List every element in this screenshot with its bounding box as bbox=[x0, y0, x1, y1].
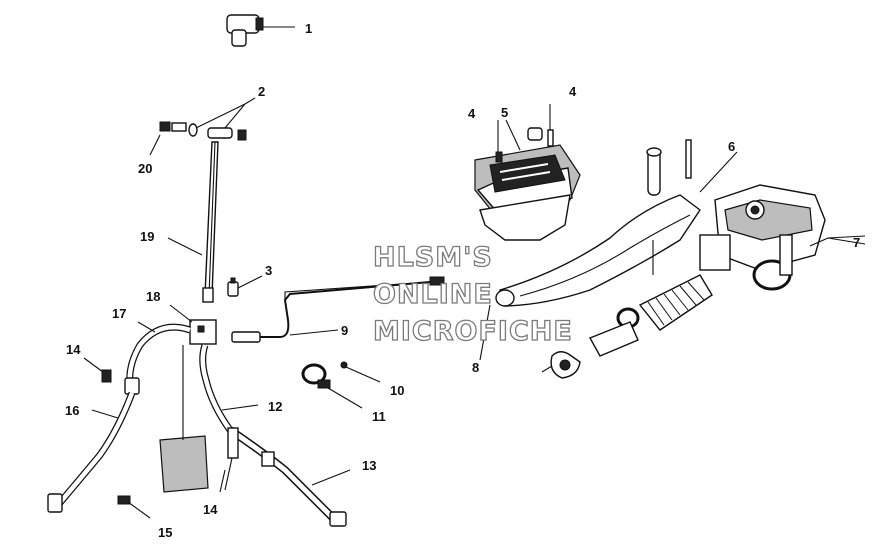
callout-4-left: 4 bbox=[468, 106, 476, 121]
piston-boot-part bbox=[541, 274, 713, 379]
brake-lever-part bbox=[479, 139, 701, 361]
master-cylinder-cover-part bbox=[474, 104, 581, 241]
brake-line-part bbox=[231, 276, 445, 343]
callout-4-right: 4 bbox=[569, 84, 577, 99]
callout-3: 3 bbox=[265, 263, 272, 278]
callout-20: 20 bbox=[138, 161, 152, 176]
watermark-line-2: ONLINE bbox=[373, 279, 493, 310]
watermark-line-1: HLSM'S bbox=[373, 242, 493, 273]
callout-16: 16 bbox=[65, 403, 79, 418]
callout-7: 7 bbox=[853, 235, 860, 250]
callout-9: 9 bbox=[341, 323, 348, 338]
tee-fitting-part bbox=[226, 14, 295, 47]
callout-12: 12 bbox=[268, 399, 282, 414]
callout-18: 18 bbox=[146, 289, 160, 304]
callout-labels: 1 2 3 4 4 5 6 7 8 9 10 11 12 13 14 14 15… bbox=[65, 21, 860, 540]
callout-5: 5 bbox=[501, 105, 508, 120]
callout-11: 11 bbox=[372, 409, 386, 424]
junction-block-part bbox=[169, 304, 217, 345]
bracket-plate-part bbox=[117, 345, 209, 519]
master-cylinder-body-part bbox=[699, 151, 866, 291]
callout-2: 2 bbox=[258, 84, 265, 99]
callout-17: 17 bbox=[112, 306, 126, 321]
hose-clip-left-part bbox=[83, 357, 112, 383]
callout-10: 10 bbox=[390, 383, 404, 398]
callout-14-left: 14 bbox=[66, 342, 81, 357]
callout-8: 8 bbox=[472, 360, 479, 375]
hose-clamp-part bbox=[301, 361, 381, 409]
callout-13: 13 bbox=[362, 458, 376, 473]
bleed-fitting-part bbox=[227, 275, 263, 297]
center-hose-part bbox=[199, 343, 259, 433]
vertical-hose-part bbox=[167, 141, 219, 303]
callout-15: 15 bbox=[158, 525, 172, 540]
watermark-line-3: MICROFICHE bbox=[373, 316, 573, 347]
left-upper-hose-part bbox=[124, 321, 192, 395]
callout-1: 1 bbox=[305, 21, 312, 36]
left-lower-hose-part bbox=[47, 391, 136, 513]
callout-19: 19 bbox=[140, 229, 154, 244]
upper-banjo-part bbox=[149, 97, 256, 156]
callout-6: 6 bbox=[728, 139, 735, 154]
callout-14-bottom: 14 bbox=[203, 502, 218, 517]
right-lower-hose-part bbox=[227, 426, 351, 527]
center-clamp-part bbox=[219, 427, 239, 493]
watermark: HLSM'S ONLINE MICROFICHE bbox=[372, 241, 573, 347]
